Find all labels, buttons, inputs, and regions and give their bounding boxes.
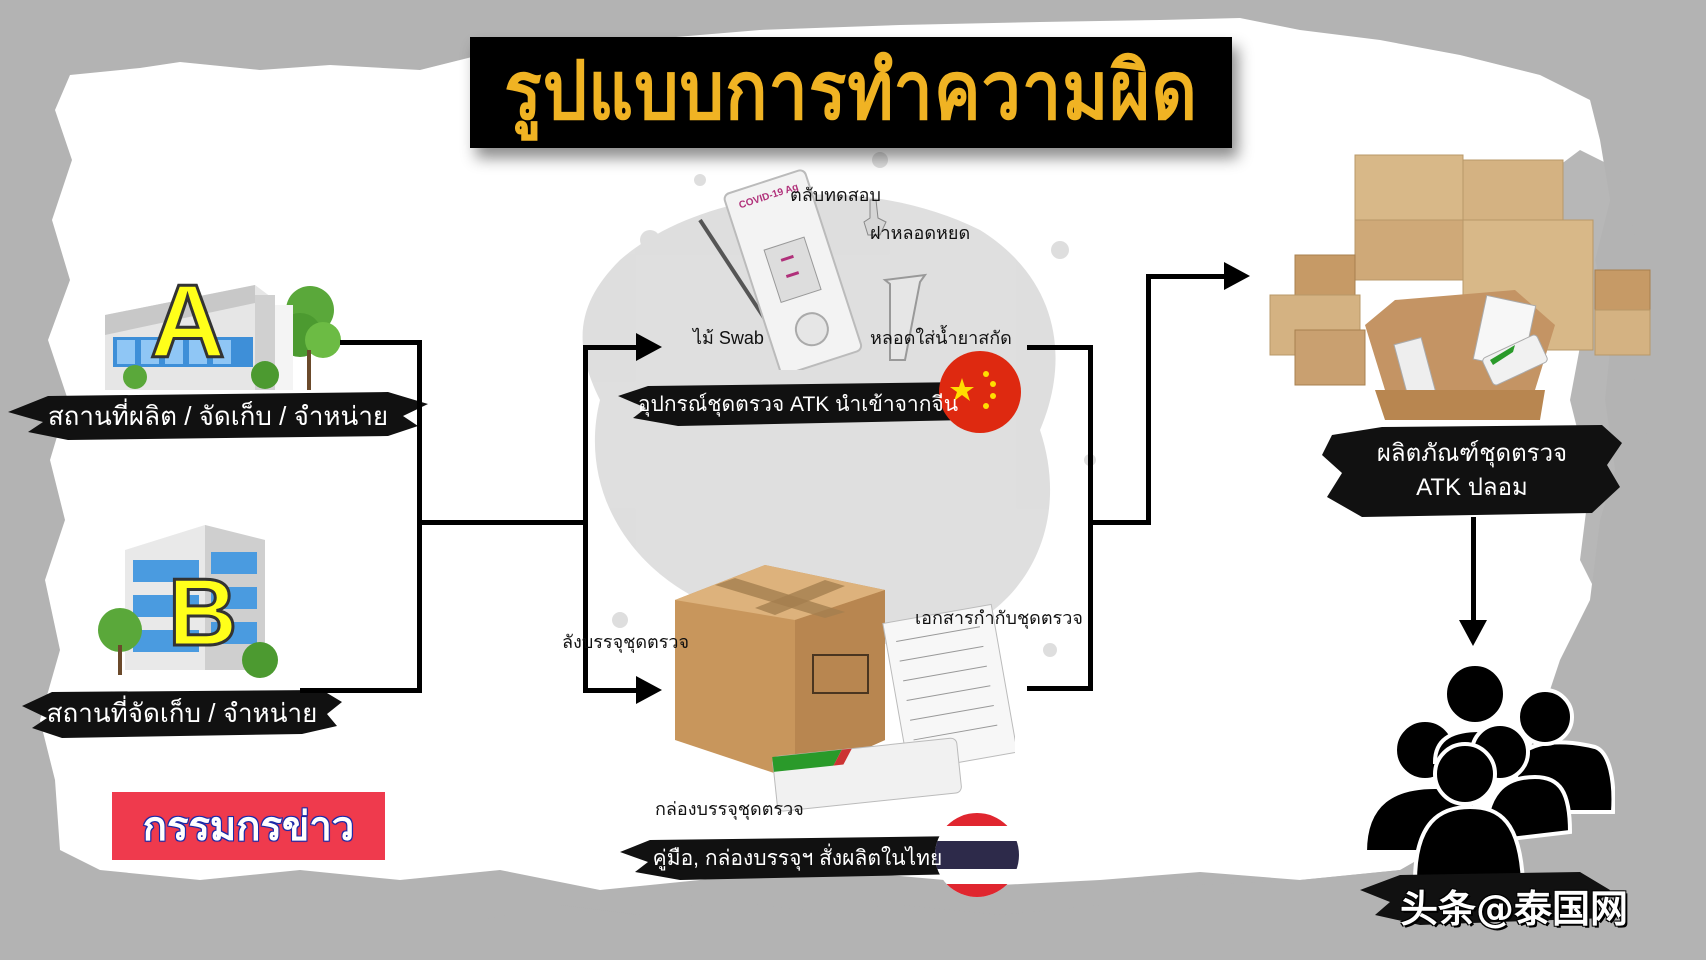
label-documents: เอกสารกำกับชุดตรวจ [915, 608, 1083, 628]
connector-left-vertical [417, 340, 422, 693]
label-package-box: กล่องบรรจุชุดตรวจ [655, 799, 804, 819]
page-title: รูปแบบการทำความผิด [504, 47, 1198, 137]
title-banner: รูปแบบการทำความผิด [470, 37, 1232, 148]
location-a-label: สถานที่ผลิต / จัดเก็บ / จำหน่าย [8, 392, 428, 440]
label-cassette: ตลับทดสอบ [790, 185, 881, 205]
thailand-flag-icon [935, 813, 1019, 897]
building-a-letter: A [148, 264, 226, 380]
connector-up [1146, 274, 1151, 525]
connector-merge-middle [1088, 520, 1151, 525]
building-b-icon [98, 525, 278, 678]
connector-to-china [583, 345, 638, 350]
watermark-brush [1360, 872, 1610, 925]
publisher-badge: กรรมกรข่าว [112, 792, 385, 860]
label-swab: ไม้ Swab [693, 328, 764, 348]
brush-stroke [22, 690, 342, 738]
china-flag-icon [939, 351, 1021, 433]
fake-product-boxes-illustration [1269, 154, 1651, 420]
atk-kit-illustration: COVID-19 Ag [698, 169, 928, 370]
label-dropper-cap: ฝาหลอดหยด [870, 223, 971, 243]
china-kit-banner: อุปกรณ์ชุดตรวจ ATK นำเข้าจากจีน [618, 380, 978, 428]
location-b-label: สถานที่จัดเก็บ / จำหน่าย [22, 688, 342, 738]
brush-stroke [620, 836, 975, 880]
connector-a [340, 340, 422, 345]
arrow-right-icon [636, 676, 662, 704]
connector-merge-vertical [1088, 345, 1093, 691]
connector-to-thai [583, 688, 638, 693]
connector-split-vertical [583, 345, 588, 693]
arrow-right-icon [1224, 262, 1250, 290]
connector-from-china [1027, 345, 1092, 350]
label-extraction-tube: หลอดใส่น้ำยาสกัด [870, 328, 1012, 348]
brush-stroke [1322, 425, 1622, 517]
connector-middle [417, 520, 587, 525]
connector-from-thai [1027, 686, 1092, 691]
label-carton: ลังบรรจุชุดตรวจ [562, 632, 690, 652]
brush-stroke [618, 382, 978, 426]
building-b-letter: B [166, 559, 238, 666]
connector-down [1471, 517, 1476, 625]
connector-to-product [1146, 274, 1226, 279]
connector-b [300, 688, 422, 693]
people-group-icon [1362, 662, 1615, 882]
carton-box-illustration [675, 565, 1015, 812]
arrow-down-icon [1459, 620, 1487, 646]
arrow-right-icon [636, 333, 662, 361]
thai-packaging-banner: คู่มือ, กล่องบรรจุฯ สั่งผลิตในไทย [620, 834, 975, 882]
building-a-icon [105, 285, 341, 390]
fake-product-label: ผลิตภัณฑ์ชุดตรวจ ATK ปลอม [1322, 425, 1622, 517]
watermark-text: 头条@泰国网 [1400, 887, 1629, 931]
brush-stroke [8, 392, 428, 440]
